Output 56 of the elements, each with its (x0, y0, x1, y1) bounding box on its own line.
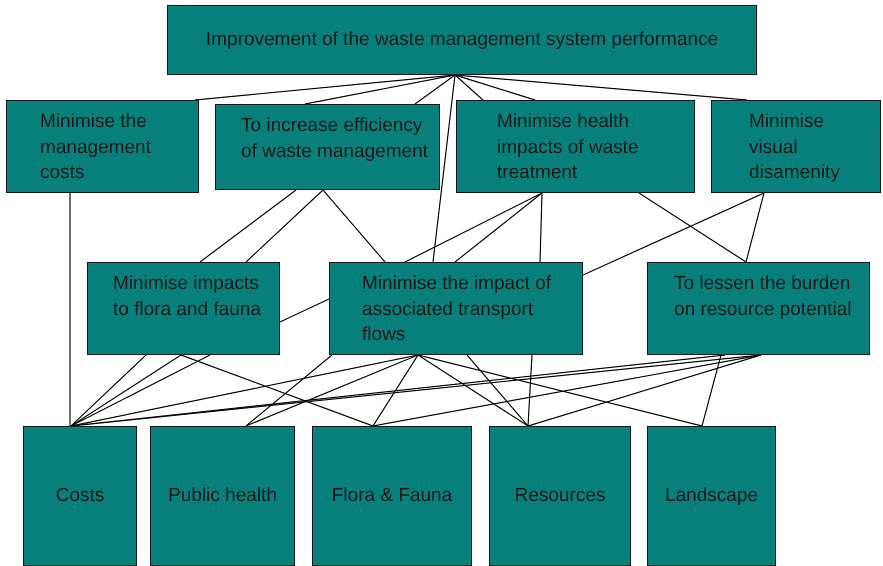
node-label: Minimise the management costs (40, 110, 152, 185)
connector-line (246, 354, 418, 427)
connector-line (404, 192, 542, 263)
connector-line (70, 354, 146, 426)
connector-line (528, 354, 762, 427)
objective-box (647, 262, 870, 355)
objective-box (711, 100, 881, 193)
connector-line (454, 192, 542, 262)
node-label: Flora & Fauna (332, 484, 452, 508)
connector-line (414, 74, 456, 104)
connector-line (69, 193, 71, 426)
criterion-box (489, 426, 631, 566)
connector-line (246, 354, 332, 426)
connector-line (304, 74, 456, 105)
connector-line (745, 192, 765, 262)
connector-line (180, 354, 374, 427)
connector-line (454, 74, 484, 100)
connector-line (638, 192, 746, 262)
connector-line (539, 192, 543, 262)
connector-line (701, 354, 722, 426)
connector-line (280, 298, 330, 323)
node-label: Resources (514, 484, 606, 508)
objective-box (215, 104, 440, 190)
connector-line (70, 354, 418, 427)
connector-line (527, 354, 533, 426)
connector-line (454, 74, 536, 101)
node-label: To lessen the burden on resource potential (674, 272, 852, 322)
connector-line (200, 190, 296, 262)
connector-line (246, 190, 324, 262)
connector-line (70, 354, 210, 427)
objective-box (6, 100, 199, 193)
node-label: Minimise visual disamenity (749, 110, 841, 185)
objective-box (329, 262, 583, 355)
connector-line (466, 354, 528, 426)
criterion-box (150, 426, 295, 566)
connector-line (432, 74, 456, 262)
criterion-box (23, 426, 137, 566)
objective-box (456, 100, 695, 193)
node-label: Public health (168, 484, 277, 508)
connector-line (582, 192, 764, 276)
criterion-box (312, 426, 472, 566)
node-label: Minimise health impacts of waste treatment (497, 110, 640, 185)
node-label: Minimise impacts to flora and fauna (113, 272, 262, 322)
goal-box (167, 5, 757, 75)
connector-line (322, 190, 386, 262)
connector-line (418, 354, 528, 426)
node-label: Improvement of the waste management system performance (206, 28, 718, 52)
criterion-box (647, 426, 776, 566)
connector-line (418, 354, 702, 427)
node-label: Landscape (665, 484, 758, 508)
objective-box (87, 262, 280, 355)
node-label: Costs (56, 484, 104, 508)
connector-line (70, 354, 182, 426)
connector-line (372, 354, 418, 426)
node-label: Minimise the impact of associated transport flows (362, 272, 552, 347)
node-label: To increase efficiency of waste management (241, 114, 429, 164)
